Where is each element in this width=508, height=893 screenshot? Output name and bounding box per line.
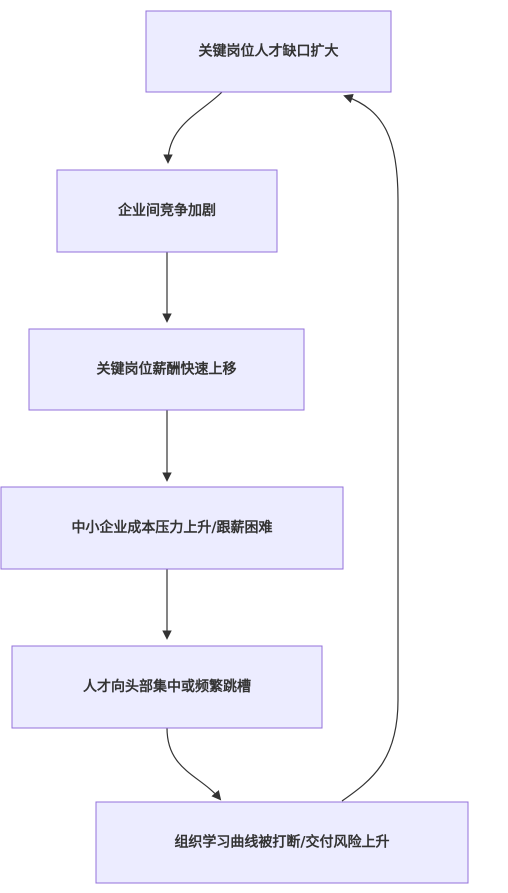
node-salary-rise: 关键岗位薪酬快速上移 [28, 328, 305, 411]
edge-n5-n6 [166, 727, 222, 801]
node-talent-gap: 关键岗位人才缺口扩大 [145, 10, 392, 93]
node-talent-concentration-label: 人才向头部集中或频繁跳槽 [83, 678, 251, 695]
node-sme-cost: 中小企业成本压力上升/跟薪困难 [0, 486, 344, 570]
node-competition-label: 企业间竞争加剧 [117, 202, 216, 219]
node-competition: 企业间竞争加剧 [56, 169, 278, 253]
edge-n6-n1 [341, 94, 399, 802]
node-salary-rise-label: 关键岗位薪酬快速上移 [97, 361, 237, 378]
node-talent-concentration: 人才向头部集中或频繁跳槽 [11, 645, 323, 729]
node-learning-curve-label: 组织学习曲线被打断/交付风险上升 [174, 834, 389, 851]
edge-n1-n2 [163, 91, 223, 164]
node-learning-curve: 组织学习曲线被打断/交付风险上升 [95, 801, 469, 884]
node-talent-gap-label: 关键岗位人才缺口扩大 [199, 43, 339, 60]
node-sme-cost-label: 中小企业成本压力上升/跟薪困难 [71, 519, 272, 536]
